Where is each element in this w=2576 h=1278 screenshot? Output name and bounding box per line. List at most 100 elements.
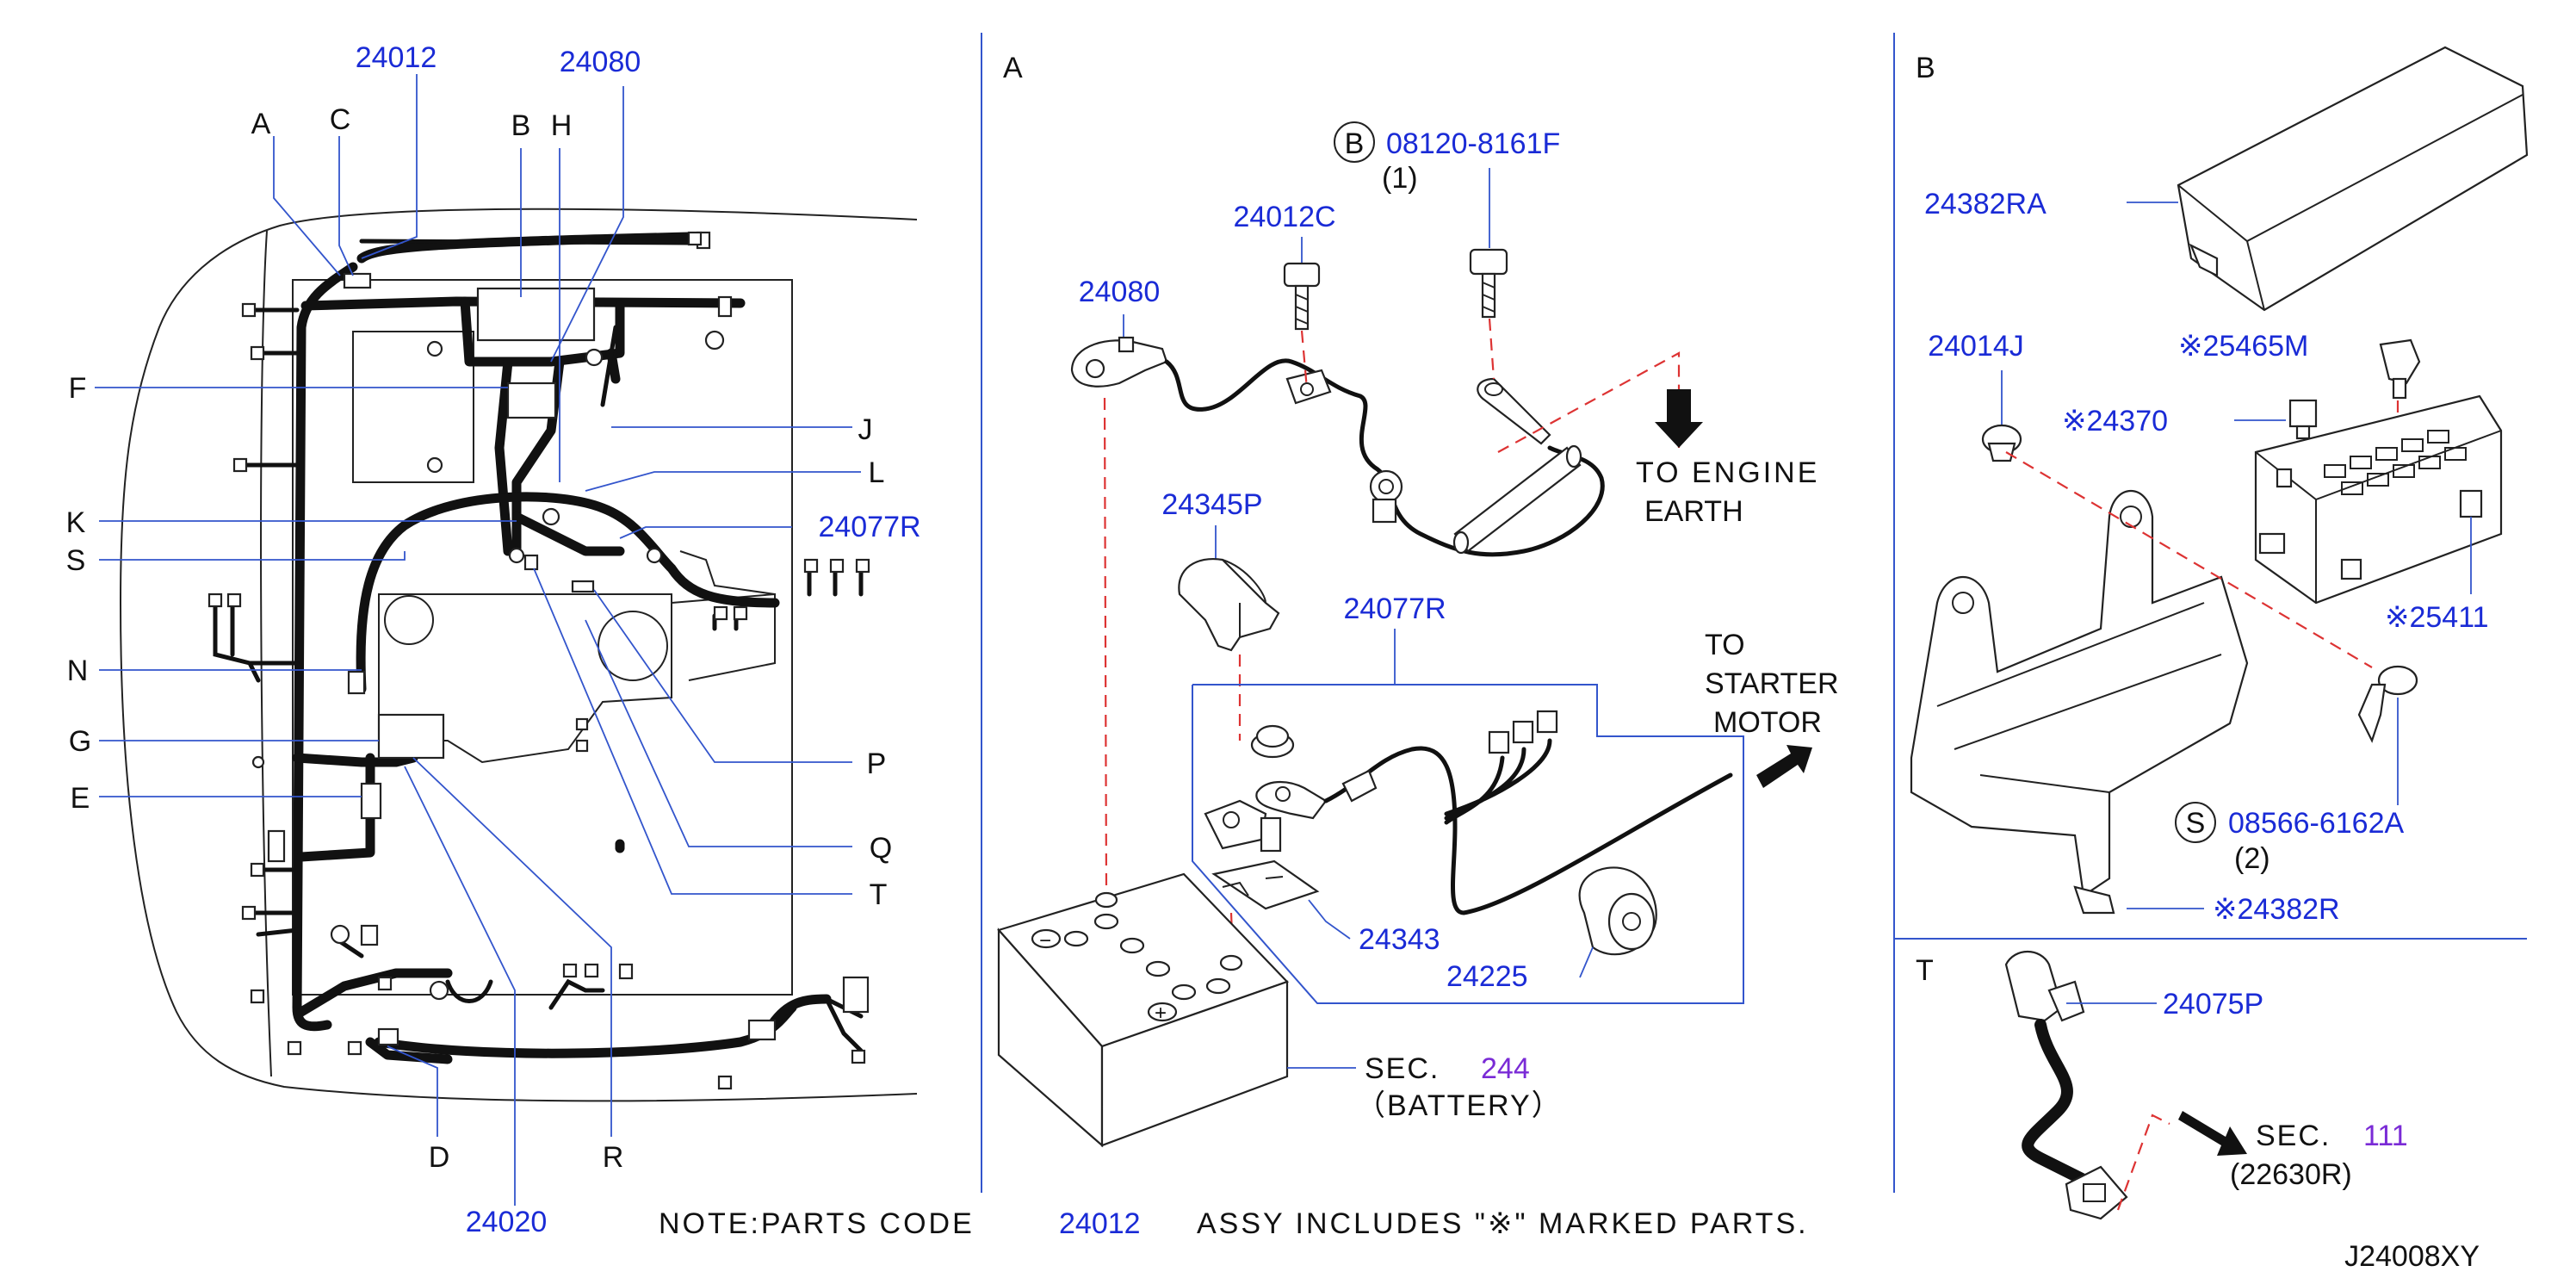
part-24343: 24343 bbox=[1359, 923, 1440, 956]
branch-wires bbox=[213, 239, 864, 1053]
callout-t: T bbox=[870, 878, 888, 911]
callout-d: D bbox=[429, 1141, 450, 1174]
fuse-box-bracket-24382R bbox=[1910, 490, 2249, 915]
fuse-block-outline bbox=[352, 331, 474, 483]
car-body-outline bbox=[119, 208, 918, 1102]
part-24370: ※24370 bbox=[2062, 405, 2168, 437]
main-leader-lines bbox=[95, 74, 861, 1206]
bolt-b-symbol: B bbox=[1345, 127, 1365, 160]
engine-pulley-left bbox=[384, 595, 434, 645]
fuse-box-cover-24382RA bbox=[2177, 46, 2529, 312]
callout-c: C bbox=[330, 103, 351, 136]
callout-a: A bbox=[251, 108, 271, 140]
note-prefix: NOTE:PARTS CODE bbox=[659, 1207, 975, 1240]
part-24012C: 24012C bbox=[1233, 201, 1335, 233]
bolt-24012C bbox=[1283, 262, 1321, 331]
main-letter-callouts: A C B H F J L K S N G E P Q T R D 24012 … bbox=[66, 41, 921, 1238]
sec-111-arrow bbox=[2178, 1111, 2247, 1156]
sec-111-label: SEC. bbox=[2256, 1120, 2331, 1152]
part-24345P: 24345P bbox=[1161, 488, 1262, 521]
callout-p: P bbox=[867, 748, 887, 780]
callout-q: Q bbox=[870, 832, 892, 865]
bolt-08120 bbox=[1469, 248, 1508, 319]
screw-s-symbol: S bbox=[2186, 807, 2206, 840]
part-08566-6162A: 08566-6162A bbox=[2228, 807, 2405, 840]
note-code: 24012 bbox=[1059, 1207, 1141, 1240]
ground-strap-plate bbox=[1285, 369, 1332, 405]
nut bbox=[1250, 724, 1295, 759]
part-24225: 24225 bbox=[1446, 960, 1528, 993]
battery-positive-post bbox=[1147, 1002, 1178, 1022]
fuse-block-body bbox=[2254, 394, 2503, 605]
to-starter-line1: TO bbox=[1705, 629, 1745, 661]
panel-dividers bbox=[981, 33, 2527, 1193]
part-24080-main: 24080 bbox=[560, 46, 641, 78]
sec-111-ref: (22630R) bbox=[2230, 1158, 2352, 1191]
panel-a: A B 08120-8161F (1) 24012C 24080 bbox=[997, 52, 1839, 1148]
part-24075P: 24075P bbox=[2163, 988, 2263, 1021]
panel-a-title: A bbox=[1003, 52, 1023, 84]
part-24077R-main: 24077R bbox=[818, 511, 920, 543]
screw-s-symbol-circle bbox=[2175, 802, 2216, 843]
harness-connectors bbox=[207, 231, 870, 1090]
screw-qty: (2) bbox=[2234, 842, 2270, 875]
bolt-b-qty: (1) bbox=[1382, 162, 1418, 195]
main-harness-panel: A C B H F J L K S N G E P Q T R D 24012 … bbox=[66, 41, 921, 1238]
battery-plus-mark: + bbox=[1155, 1002, 1167, 1025]
engine-bay-frame bbox=[292, 279, 793, 996]
starter-arrow bbox=[1756, 745, 1812, 788]
engine-pulley-right bbox=[598, 611, 668, 681]
earth-lug bbox=[1477, 377, 1551, 445]
bracket-right bbox=[679, 550, 776, 595]
callout-g: G bbox=[69, 725, 91, 758]
part-25465M: ※25465M bbox=[2178, 330, 2308, 363]
part-24014J: 24014J bbox=[1928, 330, 2024, 363]
callout-k: K bbox=[66, 506, 86, 539]
callout-f: F bbox=[69, 372, 87, 405]
drawing-id: J24008XY bbox=[2344, 1240, 2480, 1273]
part-24382R: ※24382R bbox=[2213, 893, 2340, 926]
part-24080-a: 24080 bbox=[1079, 276, 1161, 308]
part-08120-8161F: 08120-8161F bbox=[1386, 127, 1560, 160]
battery-negative-post bbox=[1031, 928, 1062, 949]
battery-244: − + bbox=[997, 872, 1289, 1148]
part-24012: 24012 bbox=[356, 41, 437, 74]
callout-n: N bbox=[67, 655, 89, 687]
callout-b: B bbox=[511, 109, 531, 142]
screw-08566 bbox=[2357, 665, 2418, 743]
battery-minus-mark: − bbox=[1039, 929, 1051, 952]
fuse-25465M bbox=[2379, 338, 2421, 400]
callout-j: J bbox=[858, 413, 873, 446]
boot-24225 bbox=[1578, 866, 1657, 956]
to-engine-earth-line2: EARTH bbox=[1644, 495, 1743, 528]
harness-24077R-frame bbox=[1192, 684, 1744, 1004]
sec-111-number: 111 bbox=[2363, 1120, 2408, 1152]
part-24020: 24020 bbox=[466, 1206, 548, 1238]
callout-e: E bbox=[71, 782, 90, 815]
callout-l: L bbox=[869, 456, 885, 489]
panel-b-title: B bbox=[1916, 52, 1935, 84]
footer: NOTE:PARTS CODE 24012 ASSY INCLUDES "※" … bbox=[659, 1207, 2480, 1273]
fuse-slots bbox=[2324, 430, 2467, 495]
battery-terminal-24080 bbox=[1070, 336, 1168, 388]
to-engine-earth-line1: TO ENGINE bbox=[1636, 456, 1819, 489]
clip-24014J bbox=[1981, 424, 2022, 462]
to-starter-line3: MOTOR bbox=[1713, 706, 1822, 739]
callout-r: R bbox=[603, 1141, 624, 1174]
terminal-24343-assy bbox=[1204, 799, 1320, 910]
terminal-cover-24345P bbox=[1178, 557, 1280, 652]
car-body-inner bbox=[260, 230, 272, 1077]
cable-sleeve bbox=[1452, 444, 1582, 555]
sec-244-number: 244 bbox=[1481, 1052, 1530, 1085]
battery-label: （BATTERY） bbox=[1356, 1089, 1563, 1122]
bolt-b-symbol-circle bbox=[1334, 121, 1375, 163]
note-suffix: ASSY INCLUDES "※" MARKED PARTS. bbox=[1197, 1207, 1809, 1240]
relay-24370 bbox=[2288, 399, 2318, 440]
engine-earth-arrow bbox=[1655, 389, 1703, 448]
panel-t-title: T bbox=[1916, 954, 1934, 987]
sensor-harness-24075P bbox=[2004, 951, 2128, 1220]
to-starter-line2: STARTER bbox=[1705, 667, 1839, 700]
battery-caps bbox=[1063, 913, 1231, 1001]
